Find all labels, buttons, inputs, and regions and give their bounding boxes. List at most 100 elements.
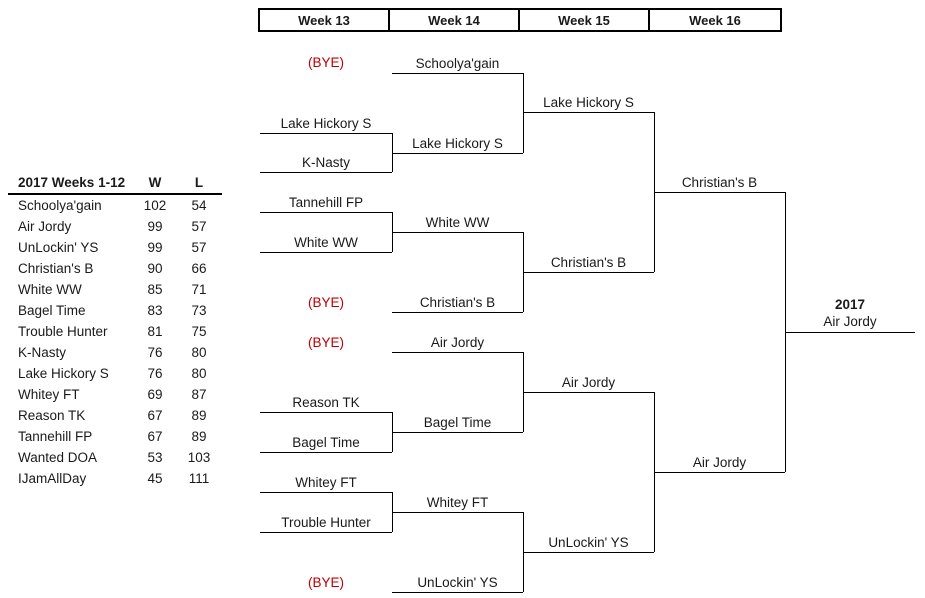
bracket-pair-week14	[523, 73, 524, 153]
bracket-team-slot: Lake Hickory S	[543, 95, 634, 110]
bracket-team-slot: UnLockin' YS	[417, 575, 498, 590]
bracket-line-week16	[654, 192, 785, 193]
bracket-line-week13	[260, 172, 392, 173]
bracket-line-week13	[260, 452, 392, 453]
standings-wins: 76	[147, 345, 163, 360]
standings-losses: 103	[187, 450, 211, 465]
standings-wins: 102	[143, 198, 167, 213]
standings-header-row: 2017 Weeks 1-12 W L	[8, 174, 222, 195]
standings-row: Trouble Hunter 81 75	[8, 321, 222, 342]
standings-losses: 54	[191, 198, 207, 213]
standings-wins: 67	[147, 408, 163, 423]
standings-row: Tannehill FP 67 89	[8, 426, 222, 447]
standings-team-name: Bagel Time	[18, 303, 86, 318]
standings-wins: 85	[147, 282, 163, 297]
bracket-line-week14	[392, 432, 523, 433]
bracket-team-slot: Whitey FT	[295, 475, 357, 490]
standings-team-name: Lake Hickory S	[18, 366, 109, 381]
standings-wins: 99	[147, 219, 163, 234]
bracket-line-week14	[392, 352, 523, 353]
standings-row: UnLockin' YS 99 57	[8, 237, 222, 258]
standings-wins: 90	[147, 261, 163, 276]
week-header-cell-14: Week 14	[390, 10, 520, 30]
standings-header: 2017 Weeks 1-12 W L	[8, 174, 222, 195]
bracket-line-week14	[392, 153, 523, 154]
champion-name: Air Jordy	[823, 314, 877, 329]
standings-wins: 53	[147, 450, 163, 465]
standings-team-name: UnLockin' YS	[18, 240, 99, 255]
week-header-cell-16: Week 16	[650, 10, 780, 30]
bracket-team-slot: White WW	[294, 235, 358, 250]
standings-header-losses: L	[176, 174, 222, 195]
standings-losses: 80	[191, 345, 207, 360]
standings-losses: 57	[191, 219, 207, 234]
standings-row: Bagel Time 83 73	[8, 300, 222, 321]
bracket-team-slot: Bagel Time	[292, 435, 360, 450]
standings-row: Lake Hickory S 76 80	[8, 363, 222, 384]
week-header-cell-15: Week 15	[520, 10, 650, 30]
standings-wins: 83	[147, 303, 163, 318]
bracket-team-slot: Air Jordy	[430, 335, 485, 350]
standings-team-name: Trouble Hunter	[18, 324, 108, 339]
bracket-line-week15	[523, 552, 654, 553]
standings-losses: 89	[191, 408, 207, 423]
standings-wins: 67	[147, 429, 163, 444]
standings-losses: 57	[191, 240, 207, 255]
standings-team-name: White WW	[18, 282, 82, 297]
bracket-bye-slot: (BYE)	[307, 55, 344, 70]
bracket-team-slot: Christian's B	[550, 255, 627, 270]
bracket-team-slot: Lake Hickory S	[412, 136, 503, 151]
standings-wins: 99	[147, 240, 163, 255]
bracket-team-slot: Bagel Time	[423, 415, 492, 430]
standings-wins: 76	[147, 366, 163, 381]
bracket-line-week13	[260, 133, 392, 134]
standings-losses: 80	[191, 366, 207, 381]
bracket-line-week16	[654, 472, 785, 473]
standings-losses: 89	[191, 429, 207, 444]
standings-header-wins: W	[134, 174, 176, 195]
standings-losses: 73	[191, 303, 207, 318]
bracket-line-week15	[523, 392, 654, 393]
standings-losses: 66	[191, 261, 207, 276]
bracket-line-week13	[260, 252, 392, 253]
bracket-line-week13	[260, 212, 392, 213]
standings-row: K-Nasty 76 80	[8, 342, 222, 363]
bracket-line-week15	[523, 112, 654, 113]
bracket-pair-week13	[392, 133, 393, 172]
bracket-team-slot: Air Jordy	[692, 455, 747, 470]
bracket-bye-slot: (BYE)	[307, 335, 344, 350]
bracket-line-week13	[260, 412, 392, 413]
bracket-team-slot: Whitey FT	[426, 495, 489, 510]
bracket-line-champion	[785, 332, 915, 333]
standings-team-name: Wanted DOA	[18, 450, 98, 465]
bracket-line-week13	[260, 492, 392, 493]
bracket-team-slot: White WW	[425, 215, 490, 230]
standings-losses: 87	[191, 387, 207, 402]
bracket-team-slot: Schoolya'gain	[415, 56, 500, 71]
standings-header-team: 2017 Weeks 1-12	[8, 174, 134, 195]
standings-row: IJamAllDay 45 111	[8, 468, 222, 489]
standings-team-name: Air Jordy	[18, 219, 72, 234]
standings-team-name: K-Nasty	[18, 345, 67, 360]
bracket-team-slot: Air Jordy	[561, 375, 616, 390]
standings-wins: 45	[147, 471, 163, 486]
bracket-team-slot: K-Nasty	[301, 155, 350, 170]
standings-team-name: Tannehill FP	[18, 429, 93, 444]
standings-wins: 81	[147, 324, 163, 339]
bracket-team-slot: Tannehill FP	[288, 195, 364, 210]
standings-team-name: Christian's B	[18, 261, 94, 276]
standings-losses: 111	[188, 471, 210, 486]
standings-losses: 75	[191, 324, 207, 339]
standings-team-name: IJamAllDay	[18, 471, 87, 486]
bracket-team-slot: Christian's B	[681, 175, 758, 190]
bracket-bye-slot: (BYE)	[307, 295, 344, 310]
bracket-line-week14	[392, 592, 523, 593]
